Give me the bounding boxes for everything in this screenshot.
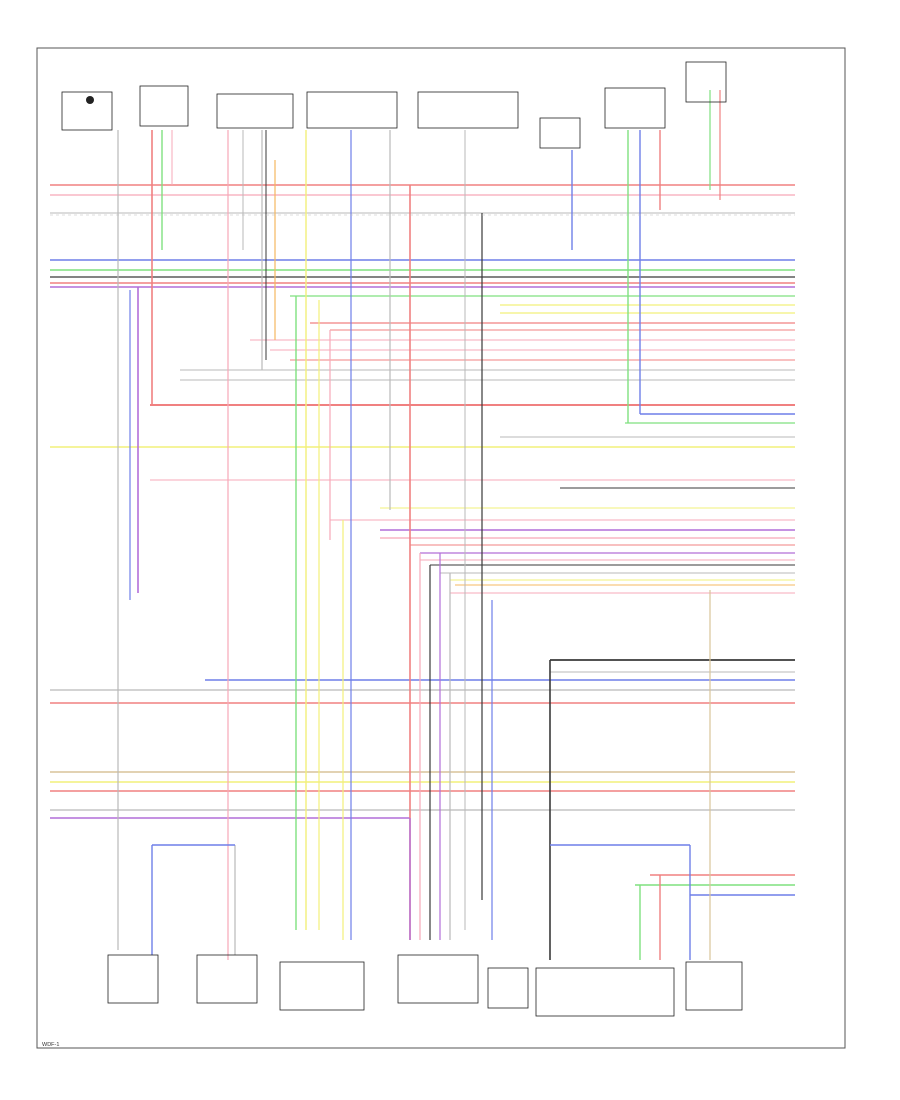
sensor-element-icon <box>86 96 94 104</box>
bottom-sensor-1 <box>107 954 159 1004</box>
top-connector-7 <box>604 87 666 129</box>
bottom-sensor-6 <box>685 961 743 1011</box>
footer-code: WDF-1 <box>42 1042 59 1048</box>
wire-layer <box>50 90 795 960</box>
component-layer <box>61 61 743 1017</box>
bottom-switch <box>487 967 529 1009</box>
bottom-dual-connector <box>535 967 675 1017</box>
top-connector-3 <box>216 93 294 129</box>
bottom-sensor-2 <box>196 954 258 1004</box>
top-connector-2 <box>139 85 189 127</box>
top-connector-4 <box>306 91 398 129</box>
bottom-sensor-3 <box>279 961 365 1011</box>
top-switch <box>539 117 581 149</box>
top-left-sensor-connector <box>61 91 113 131</box>
top-connector-8 <box>685 61 727 103</box>
diagram-frame <box>36 47 846 1049</box>
top-connector-5 <box>417 91 519 129</box>
bottom-sensor-4 <box>397 954 479 1004</box>
